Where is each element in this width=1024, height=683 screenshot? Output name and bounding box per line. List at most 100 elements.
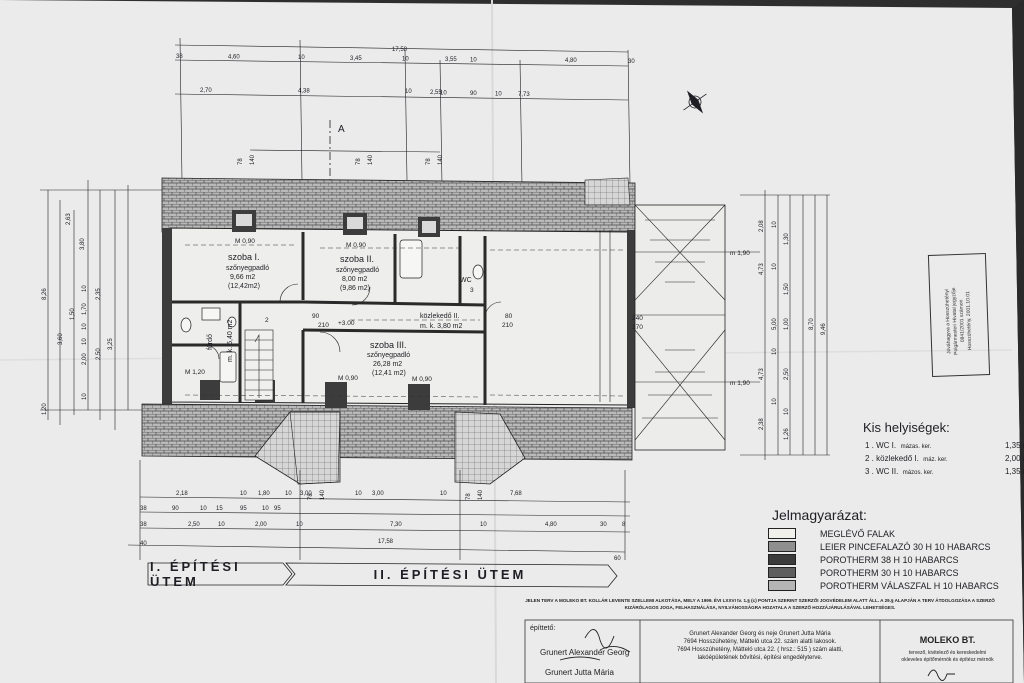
small-room-row: 2 . közlekedő I. máz. ker.2,00 m2 xyxy=(865,454,1024,463)
dimension-right: 10 xyxy=(784,408,790,415)
legend-item: MEGLÉVŐ FALAK xyxy=(768,528,895,539)
dimension-bottom: 10 xyxy=(296,522,303,528)
dimension-bottom: 7,30 xyxy=(390,522,402,528)
dimension-top: 10 xyxy=(298,55,305,61)
dimension-bottom: 140 xyxy=(478,489,484,500)
east-wall xyxy=(627,230,635,408)
dimension-right: 10 xyxy=(772,221,778,228)
dimension-bottom: 10 xyxy=(285,491,292,497)
dimension-top: 140 xyxy=(368,154,374,165)
dimension-bottom: 2,00 xyxy=(255,522,267,528)
dimension-right: 1,26 xyxy=(784,428,790,440)
dimension-top: 3,55 xyxy=(445,57,457,63)
room-name-szoba3: szoba III. xyxy=(370,340,407,350)
door-label: 210 xyxy=(318,322,329,329)
dimension-left: 10 xyxy=(82,393,88,400)
signature-builder xyxy=(559,629,631,661)
dimension-bottom: 7,68 xyxy=(510,491,522,497)
firm-subtitle: tervező, kivitelező és kereskedelmi okle… xyxy=(901,650,994,663)
dimension-left: 1,50 xyxy=(70,308,76,320)
dimension-right: 5,00 xyxy=(772,318,778,330)
title-block xyxy=(524,619,1014,683)
background-edge xyxy=(1012,0,1024,683)
roof-terrace xyxy=(584,177,726,451)
dimension-left: 2,63 xyxy=(66,213,72,225)
dimension-right: 10 xyxy=(772,263,778,270)
dimension-top: 2,55 xyxy=(430,90,442,96)
dimension-left: 10 xyxy=(82,323,88,330)
room-area-szoba3: 26,28 m2 xyxy=(373,361,402,368)
dimension-top: 10 xyxy=(402,56,409,62)
dimension-bottom: 95 xyxy=(240,506,247,512)
dimension-bottom: 10 xyxy=(200,506,207,512)
room-name-szoba2: szoba II. xyxy=(340,254,374,264)
small-rooms-title: Kis helyiségek: xyxy=(863,420,950,435)
legend-item: POROTHERM 38 H 10 HABARCS xyxy=(768,554,959,565)
dimension-top: 4,80 xyxy=(565,58,577,64)
dimension-bottom: 30 xyxy=(600,522,607,528)
phase-2-label: II. ÉPÍTÉSI ÜTEM xyxy=(373,566,527,582)
room-area2-szoba2: (9,86 m2) xyxy=(340,285,370,292)
dimension-top: 2,70 xyxy=(200,88,212,94)
door-label: 80 xyxy=(505,313,513,320)
dimension-bottom: 15 xyxy=(216,506,223,512)
legend-swatch xyxy=(768,528,796,539)
legend-item: LEIER PINCEFALAZÓ 30 H 10 HABARCS xyxy=(768,541,991,552)
dimension-left: 3,80 xyxy=(80,238,86,250)
dimension-bottom: 10 xyxy=(262,506,269,512)
room-name-szoba1: szoba I. xyxy=(228,252,260,262)
north-arrow-icon xyxy=(683,90,707,114)
dimension-left: 2,00 xyxy=(82,353,88,365)
window-label: M 0,90 xyxy=(338,375,358,382)
section-label: A xyxy=(338,124,345,135)
south-wall xyxy=(141,403,633,461)
dimension-bottom: 78 xyxy=(308,493,314,500)
legend-item: POROTHERM 30 H 10 HABARCS xyxy=(768,567,959,578)
dimension-left: 10 xyxy=(82,285,88,292)
dimension-lines-bottom xyxy=(127,460,631,560)
door-swings xyxy=(204,283,502,360)
dimension-right: 1,50 xyxy=(784,283,790,295)
dimension-bottom: 38 xyxy=(140,506,147,512)
dormer-right xyxy=(454,411,526,485)
project-description: Grunert Alexander Georg és neje Grunert … xyxy=(677,631,843,661)
dimension-right: 1,00 xyxy=(784,318,790,330)
dimension-bottom: 10 xyxy=(440,491,447,497)
firm-name: MOLEKO BT. xyxy=(919,635,976,645)
dimension-top: 4,38 xyxy=(298,89,310,95)
room-name-furdo: fürdő xyxy=(207,334,214,350)
stair xyxy=(244,329,274,401)
legend-swatch xyxy=(768,541,796,552)
room-area2-szoba1: (12,42m2) xyxy=(228,283,260,290)
phase-bar xyxy=(147,562,618,588)
level-marker: +3.00 xyxy=(338,320,355,327)
dimension-bottom: 10 xyxy=(240,491,247,497)
dimension-right: 10 xyxy=(772,398,778,405)
window-label: M 1,20 xyxy=(185,369,205,376)
dimension-top: 78 xyxy=(426,158,432,165)
room-area-szoba2: 8,00 m2 xyxy=(342,276,367,283)
sanitary-fixtures xyxy=(180,239,484,383)
dimension-right: 4,73 xyxy=(759,263,765,275)
door-label: 240 xyxy=(632,315,643,322)
window-label: M 0,90 xyxy=(346,242,366,249)
dimension-bottom: 4,80 xyxy=(545,522,557,528)
dimension-bottom: 60 xyxy=(614,556,621,562)
dimension-bottom: 3,00 xyxy=(300,491,312,497)
dimension-left: 3,60 xyxy=(58,333,64,345)
dimension-lines-right xyxy=(740,190,830,460)
room-labels: szoba I. szőnyegpadló 9,66 m2 (12,42m2) … xyxy=(185,124,750,387)
dimension-left: 1,70 xyxy=(82,303,88,315)
dimension-bottom: 10 xyxy=(355,491,362,497)
dimension-bottom: 90 xyxy=(172,506,179,512)
chimney-openings xyxy=(236,214,436,233)
room-type-szoba1: szőnyegpadló xyxy=(226,265,269,272)
door-label: 90 xyxy=(312,313,320,320)
dimension-top: 3,45 xyxy=(350,56,362,62)
dimension-bottom: 10 xyxy=(218,522,225,528)
dimension-lines-left xyxy=(40,180,165,430)
room-type-szoba2: szőnyegpadló xyxy=(336,267,379,274)
